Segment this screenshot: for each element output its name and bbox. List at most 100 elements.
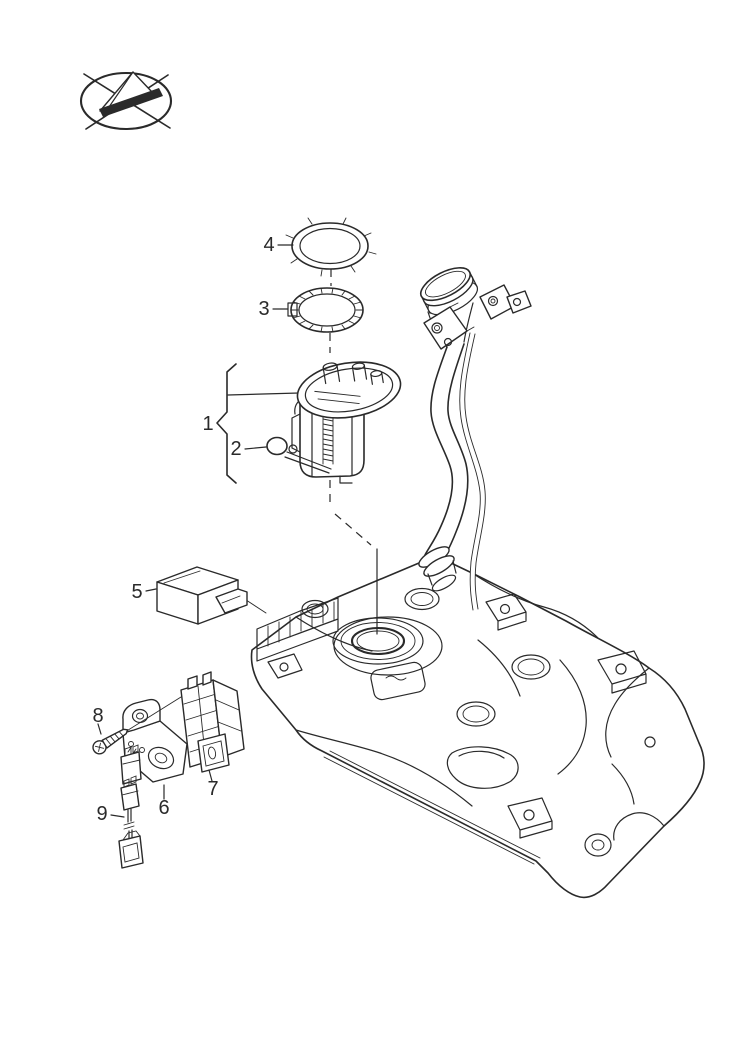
- port-b-outer: [301, 599, 329, 619]
- float-ball: [266, 436, 288, 456]
- port-e-hole: [644, 736, 656, 748]
- callout-label-1[interactable]: 1: [202, 413, 213, 435]
- callout-label-3[interactable]: 3: [258, 298, 269, 320]
- fuel-level-float: [266, 436, 332, 474]
- bracket-hole-1-inner: [434, 325, 440, 331]
- flange-ring-outer: [332, 617, 424, 665]
- seal-ring-inner: [299, 227, 361, 265]
- module-connector: [215, 588, 248, 614]
- callout-label-5[interactable]: 5: [131, 581, 142, 603]
- callout-label-9[interactable]: 9: [96, 803, 107, 825]
- screw-head-slot: [94, 742, 105, 752]
- float-arm-pivot: [288, 444, 298, 454]
- cap-top-rim: [419, 267, 471, 302]
- neck-bracket-ear: [506, 290, 532, 314]
- bracket-hole-1: [431, 322, 443, 334]
- logo-bar: [99, 88, 163, 117]
- tank-mounting-rail: [256, 597, 339, 662]
- bracket-hole-4: [512, 297, 522, 307]
- tank-recess: [446, 746, 519, 789]
- fuel-delivery-unit: [216, 361, 402, 484]
- filler-neck-cap: [419, 267, 478, 316]
- port-d-inner: [462, 705, 490, 723]
- sender-bracket: [120, 698, 188, 800]
- mounting-screw: [92, 696, 182, 755]
- port-c-outer: [511, 654, 551, 680]
- axis-dashes-diagonal: [334, 513, 372, 546]
- fuel-tank: [250, 561, 705, 899]
- callout-label-8[interactable]: 8: [92, 705, 103, 727]
- rail-slats: [267, 601, 335, 647]
- callout-7-leader: [208, 769, 213, 782]
- lock-ring-tab: [287, 302, 298, 317]
- filler-pipe-fitting: [418, 546, 457, 592]
- callout-2-leader: [244, 446, 267, 450]
- logo-oval: [79, 71, 173, 131]
- tank-seam-lines: [323, 750, 541, 865]
- boss-outer: [584, 833, 612, 857]
- vent-pipe-fill: [459, 333, 486, 610]
- flange-port-2: [351, 362, 365, 370]
- lock-ring-inner: [298, 293, 356, 327]
- boss-inner: [591, 839, 605, 851]
- callout-8-leader: [97, 723, 102, 735]
- seal-ring-tabs: [285, 217, 377, 277]
- cap-top-inner: [424, 270, 466, 298]
- lug-hole-3: [523, 809, 535, 821]
- pump-body-outline: [299, 398, 365, 478]
- fitting-stub-sides: [427, 560, 457, 586]
- callout-label-6[interactable]: 6: [158, 797, 169, 819]
- callouts: 1 2 3 4 5 6 7 8 9: [92, 234, 294, 825]
- callout-1-brace: [216, 363, 237, 484]
- filler-pipe: [418, 332, 486, 611]
- tank-mounting-lugs: [267, 593, 647, 839]
- pump-flange: [296, 361, 402, 419]
- lug-hole-1: [499, 603, 511, 615]
- callout-label-4[interactable]: 4: [263, 234, 274, 256]
- rail-outline: [256, 597, 339, 662]
- carrier-side-rungs: [215, 699, 242, 732]
- flange-port-3: [370, 370, 383, 378]
- callout-label-2[interactable]: 2: [230, 438, 241, 460]
- lug-hole-4: [279, 662, 289, 672]
- seal-ring-outer: [291, 222, 369, 270]
- screw-threads: [105, 731, 124, 746]
- carrier-bracket: [180, 671, 245, 782]
- fitting-ring-2: [423, 555, 455, 577]
- harness-plug-latch: [122, 830, 141, 841]
- harness-plug-bottom: [118, 835, 144, 869]
- port-c-inner: [517, 658, 545, 676]
- callout-label-7[interactable]: 7: [207, 778, 218, 800]
- seal-ring: [285, 217, 377, 277]
- plate-oval: [147, 746, 175, 770]
- callout-1-pointer: [227, 392, 300, 396]
- flange-inner-rim: [304, 367, 394, 413]
- bracket-connector-tabs: [122, 744, 141, 765]
- bracket-hole-2: [443, 337, 453, 347]
- tank-pad: [370, 661, 426, 701]
- port-a-outer: [404, 587, 440, 611]
- port-a-inner: [410, 592, 434, 606]
- carrier-box-slot: [207, 746, 217, 760]
- float-arm-pivot-bracket: [291, 413, 301, 453]
- flange-strap: [314, 390, 361, 405]
- filler-neck: [419, 267, 532, 350]
- flange-port-1: [322, 362, 338, 371]
- port-d-outer: [456, 701, 496, 727]
- plate-oval-inner: [154, 752, 168, 764]
- boss-hole-inner: [136, 712, 144, 720]
- harness-wire-upper: [127, 808, 132, 823]
- vent-pipe-left-edge: [459, 332, 481, 611]
- wiring-harness: [118, 775, 144, 869]
- carrier-top-tabs: [187, 671, 212, 690]
- flange-ring-mid: [340, 622, 416, 660]
- tank-pad-squiggle: [385, 675, 407, 681]
- flange-opening-inner: [356, 630, 400, 652]
- bracket-links: [449, 302, 475, 332]
- filler-pipe-fill: [425, 344, 468, 560]
- flange-opening: [350, 626, 406, 656]
- screw: [92, 728, 129, 755]
- filler-pipe-left-edge: [424, 346, 454, 556]
